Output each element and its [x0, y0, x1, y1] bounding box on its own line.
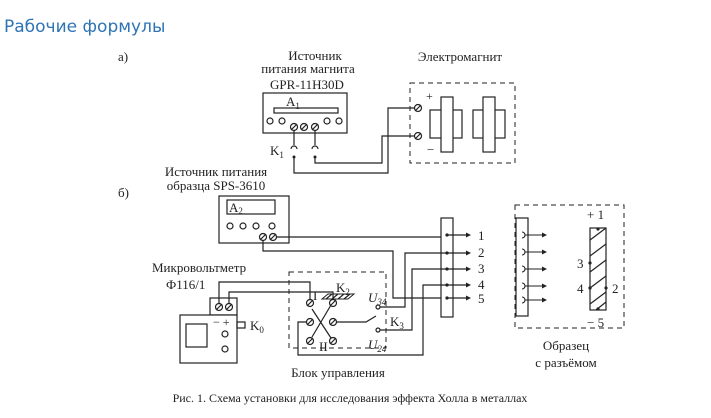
sample-source-label-2: образца SPS-3610: [167, 178, 266, 193]
socket-arrow: [521, 248, 547, 256]
wire-a-1: [293, 107, 414, 174]
page-title: Рабочие формулы: [4, 17, 166, 37]
connector-pin-arrow: [445, 295, 471, 301]
terminal-icon: [328, 317, 338, 327]
microvoltmeter: − +: [179, 297, 246, 364]
wire-vm-1: [218, 281, 311, 304]
part-a-label: а): [118, 49, 128, 64]
socket-arrow: [521, 296, 547, 304]
sample-label-1: Образец: [543, 338, 589, 353]
terminal-icons: [289, 122, 320, 132]
k2-label: K2: [336, 280, 350, 297]
wire-pin4: [297, 284, 447, 356]
part-b-label: б): [118, 185, 129, 200]
sample-pin-5: − 5: [587, 315, 604, 330]
control-block-label: Блок управления: [291, 365, 385, 380]
k1-switch: [290, 131, 319, 159]
sample-pin-1: + 1: [587, 207, 604, 222]
terminal-icon: [305, 336, 315, 346]
magnet-source-label-1: Источник: [288, 48, 342, 63]
wire-u34: [380, 252, 447, 308]
svg-text:A2: A2: [229, 200, 243, 216]
voltmeter-label: Микровольтметр: [152, 260, 246, 275]
wire-vm-2: [228, 291, 334, 304]
magnet-power-supply: A1: [262, 92, 348, 134]
minus-sign: −: [427, 142, 434, 157]
magnet-source-model: GPR-11H30D: [270, 77, 344, 92]
polarity-label: − +: [213, 315, 230, 329]
k3-label: K3: [390, 314, 404, 331]
plus-sign: +: [426, 89, 433, 103]
socket-arrow: [521, 231, 547, 239]
terminal-icon: [328, 336, 338, 346]
connector-pin-3: 3: [478, 261, 485, 276]
electromagnet: + −: [409, 82, 516, 164]
connector-strip: [440, 217, 471, 318]
terminal-icon: [305, 317, 315, 327]
sample-with-connector: [514, 204, 625, 329]
control-block: [288, 271, 387, 349]
voltmeter-model: Ф116/1: [166, 277, 205, 292]
socket-arrow: [521, 265, 547, 273]
electromagnet-label: Электромагнит: [418, 49, 503, 64]
connector-pin-5: 5: [478, 291, 485, 306]
sample-pin-2: 2: [612, 281, 619, 296]
u24-label: U24: [368, 337, 387, 354]
sample-label-2: с разъёмом: [535, 355, 596, 370]
u34-label: U34: [368, 290, 387, 307]
connector-pin-1: 1: [478, 228, 485, 243]
connector-pin-2: 2: [478, 245, 485, 260]
k1-label: K1: [270, 143, 284, 160]
magnet-source-label-2: питания магнита: [261, 61, 355, 76]
sample-power-supply: A2: [218, 195, 290, 244]
position-ii-label: II: [319, 339, 328, 354]
wire-u24: [380, 268, 447, 331]
sample-pin-4: 4: [577, 281, 584, 296]
wire-b-pin5: [262, 240, 447, 299]
connector-pin-arrow: [445, 232, 471, 238]
k0-label: K0: [250, 318, 264, 335]
wire-a-2: [314, 135, 414, 164]
sample-source-label-1: Источник питания: [165, 164, 267, 179]
position-i-label: I: [313, 288, 317, 303]
connector-pin-4: 4: [478, 277, 485, 292]
sample-pin-3: 3: [577, 256, 584, 271]
socket-arrow: [521, 282, 547, 290]
figure-caption: Рис. 1. Схема установки для исследования…: [173, 391, 528, 405]
svg-text:A1: A1: [286, 94, 300, 111]
